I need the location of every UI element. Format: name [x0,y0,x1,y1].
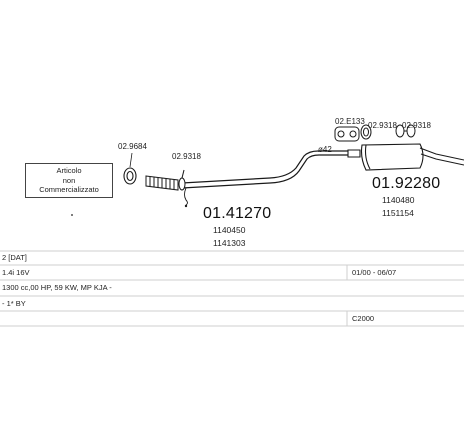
engine-row-text: 1.4i 16V [2,268,30,277]
label-downpipe-gasket: 02.9684 [118,142,147,151]
middle-pipe-code: 01.41270 [203,205,272,222]
pipe-diameter-label: ø42 [318,145,332,154]
label-front-clamp: 02.9318 [172,152,201,161]
not-commercialised-notice: Articolo non Commercializzato [25,163,113,198]
sensor-wire [184,187,188,206]
label-rear-clamp: 02.9318 [368,121,397,130]
rear-hanger-rubber-right [395,124,416,138]
notice-line-2: non [62,175,76,185]
spec-row-text: 1300 cc,00 HP, 59 KW, MP KJA - [2,283,112,292]
rear-silencer-code: 01.92280 [372,175,441,192]
catalog-code-text: C2000 [352,314,375,323]
front-clamp-shape [178,169,186,191]
model-row-text: 2 [DAT] [2,253,27,262]
rear-silencer-ref-2: 1151154 [382,208,414,218]
body-row-text: - 1* BY [2,299,26,308]
label-rear-hanger-1: 02.E133 [335,117,365,126]
rear-clamp-ring [360,124,372,140]
middle-pipe-ref-2: 1141303 [213,238,246,248]
middle-pipe [181,150,348,189]
notice-line-3: Commercializzato [39,185,99,194]
middle-pipe-ref-1: 1140450 [213,225,246,235]
downpipe-gasket-ring [123,167,137,185]
date-range-text: 01/00 - 06/07 [352,268,397,277]
rear-silencer-ref-1: 1140480 [382,195,415,205]
downpipe-leader [129,152,133,168]
notice-line-1: Articolo [56,166,82,175]
rear-silencer [347,143,464,171]
label-rear-hanger-2: 02.9318 [402,121,431,130]
info-table-grid [0,250,464,327]
rear-hanger-rubber [334,126,360,142]
flexible-pipe-section [145,175,179,191]
